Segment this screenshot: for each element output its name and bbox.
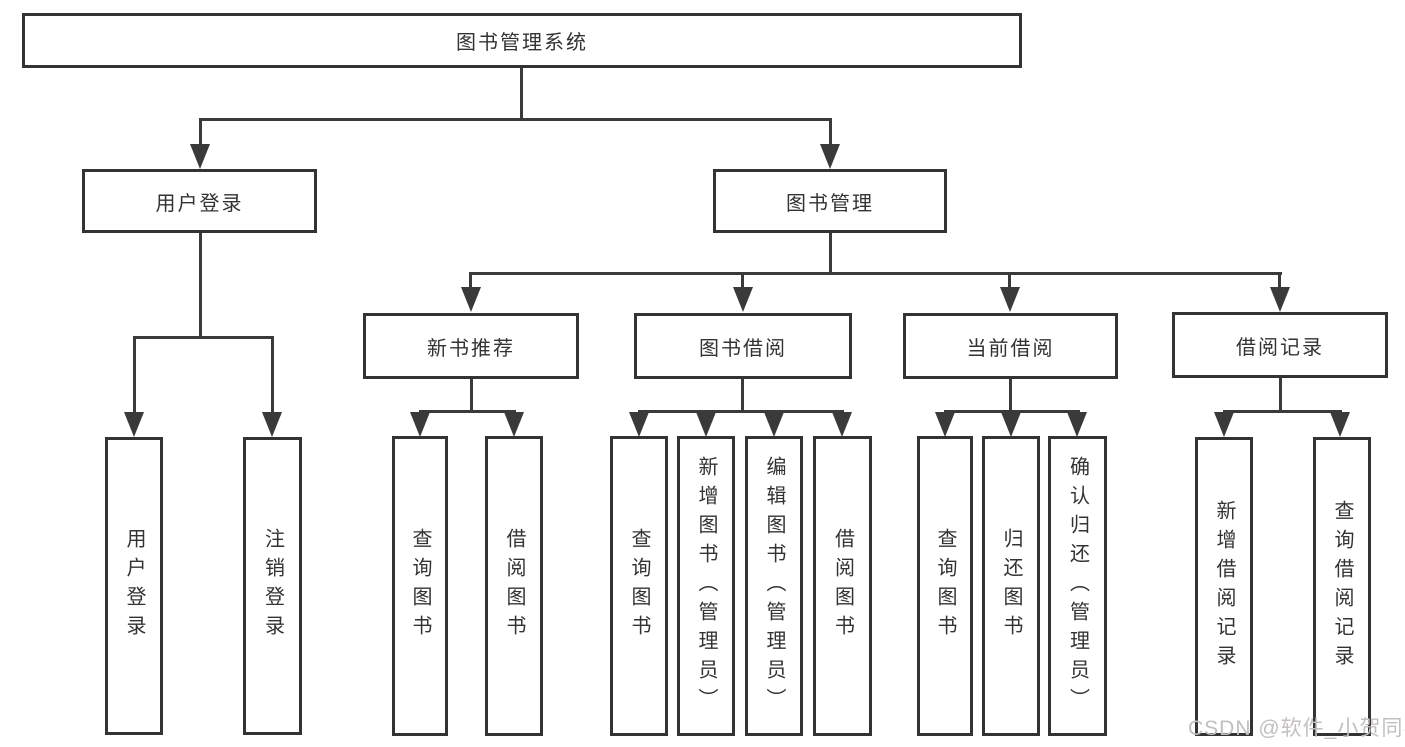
- leaf-borrow-books: 借阅图书: [813, 436, 872, 736]
- leaf-borrow-query-books: 查询图书: [610, 436, 668, 736]
- connector-line: [1278, 272, 1281, 288]
- connector-line: [469, 272, 472, 288]
- leaf-user-login-label: 用户登录: [123, 528, 145, 644]
- connector-line: [133, 336, 274, 339]
- arrowhead-down-icon: [461, 287, 481, 312]
- csdn-watermark: CSDN @软件_小贺同学: [1188, 717, 1405, 740]
- connector-line: [470, 379, 473, 410]
- connector-line: [469, 272, 1282, 275]
- leaf-recommend-query-books-label: 查询图书: [409, 528, 431, 644]
- arrowhead-down-icon: [1000, 287, 1020, 312]
- node-library-system-label: 图书管理系统: [456, 32, 588, 54]
- arrowhead-down-icon: [935, 412, 955, 437]
- leaf-borrow-query-books-label: 查询图书: [628, 528, 650, 644]
- arrowhead-down-icon: [1214, 412, 1234, 437]
- node-new-book-recommend-label: 新书推荐: [427, 337, 515, 360]
- leaf-add-borrow-record: 新增借阅记录: [1195, 437, 1253, 736]
- leaf-current-query-books-label: 查询图书: [934, 528, 956, 644]
- arrowhead-down-icon: [629, 412, 649, 437]
- arrowhead-down-icon: [1330, 412, 1350, 437]
- leaf-recommend-borrow-books: 借阅图书: [485, 436, 543, 736]
- leaf-user-login: 用户登录: [105, 437, 163, 735]
- leaf-add-books-admin: 新增图书（管理员）: [677, 436, 735, 736]
- connector-line: [741, 272, 744, 288]
- node-borrow-records: 借阅记录: [1172, 312, 1388, 378]
- arrowhead-down-icon: [504, 412, 524, 437]
- arrowhead-down-icon: [1270, 287, 1290, 312]
- node-library-system: 图书管理系统: [22, 13, 1022, 68]
- leaf-add-borrow-record-label: 新增借阅记录: [1213, 499, 1235, 674]
- connector-line: [419, 410, 516, 413]
- node-user-login: 用户登录: [82, 169, 317, 233]
- leaf-recommend-borrow-books-label: 借阅图书: [503, 528, 525, 644]
- arrowhead-down-icon: [410, 412, 430, 437]
- node-current-borrow-label: 当前借阅: [966, 337, 1055, 360]
- leaf-recommend-query-books: 查询图书: [392, 436, 448, 736]
- connector-line: [199, 233, 202, 337]
- arrowhead-down-icon: [1067, 412, 1087, 437]
- arrowhead-down-icon: [764, 412, 784, 437]
- arrowhead-down-icon: [733, 287, 753, 312]
- connector-line: [1009, 379, 1012, 410]
- leaf-edit-books-admin-label: 编辑图书（管理员）: [763, 455, 785, 717]
- arrowhead-down-icon: [1001, 412, 1021, 437]
- connector-line: [944, 410, 1080, 413]
- connector-line: [1223, 410, 1342, 413]
- leaf-current-query-books: 查询图书: [917, 436, 973, 736]
- leaf-edit-books-admin: 编辑图书（管理员）: [745, 436, 803, 736]
- connector-line: [638, 410, 844, 413]
- connector-line: [829, 118, 832, 145]
- arrowhead-down-icon: [820, 144, 840, 169]
- node-new-book-recommend: 新书推荐: [363, 313, 579, 379]
- node-book-management-label: 图书管理: [786, 192, 874, 215]
- connector-line: [1279, 378, 1282, 410]
- leaf-query-borrow-record-label: 查询借阅记录: [1331, 499, 1353, 674]
- node-borrow-records-label: 借阅记录: [1236, 336, 1324, 359]
- arrowhead-down-icon: [696, 412, 716, 437]
- node-book-borrow: 图书借阅: [634, 313, 852, 379]
- leaf-confirm-return-admin: 确认归还（管理员）: [1048, 436, 1107, 736]
- connector-line: [520, 68, 523, 118]
- connector-line: [133, 336, 136, 412]
- leaf-confirm-return-admin-label: 确认归还（管理员）: [1066, 455, 1089, 717]
- arrowhead-down-icon: [832, 412, 852, 437]
- leaf-borrow-books-label: 借阅图书: [831, 528, 854, 644]
- arrowhead-down-icon: [262, 412, 282, 437]
- connector-line: [199, 118, 202, 145]
- arrowhead-down-icon: [124, 412, 144, 437]
- node-user-login-label: 用户登录: [155, 192, 244, 215]
- leaf-add-books-admin-label: 新增图书（管理员）: [695, 455, 717, 717]
- node-book-borrow-label: 图书借阅: [699, 337, 787, 360]
- node-book-management: 图书管理: [713, 169, 947, 233]
- connector-line: [271, 336, 274, 412]
- arrowhead-down-icon: [190, 144, 210, 169]
- leaf-return-books-label: 归还图书: [1000, 528, 1022, 644]
- leaf-query-borrow-record: 查询借阅记录: [1313, 437, 1371, 736]
- connector-line: [1008, 272, 1011, 288]
- node-current-borrow: 当前借阅: [903, 313, 1118, 379]
- leaf-logout-label: 注销登录: [261, 528, 284, 644]
- connector-line: [199, 118, 832, 121]
- connector-line: [741, 379, 744, 410]
- leaf-return-books: 归还图书: [982, 436, 1040, 736]
- connector-line: [829, 233, 832, 273]
- leaf-logout: 注销登录: [243, 437, 302, 735]
